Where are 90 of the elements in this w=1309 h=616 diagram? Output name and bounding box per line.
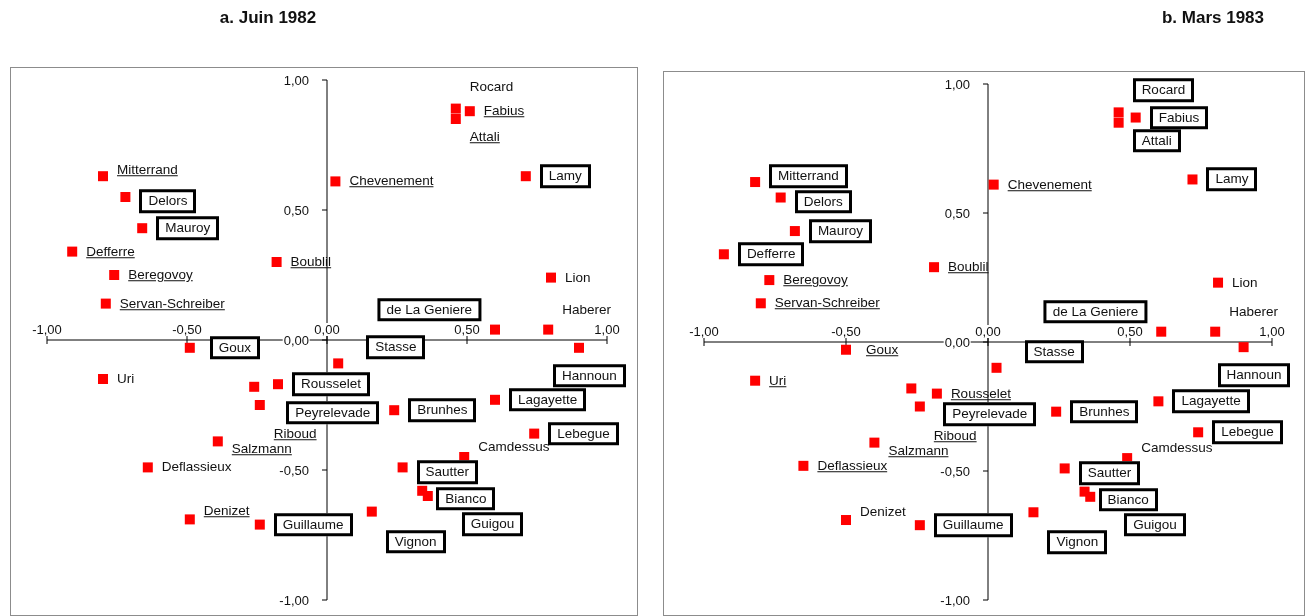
point-label: Guigou [461, 512, 524, 536]
point-label: Brunhes [1070, 399, 1139, 424]
point-label: Attali [469, 129, 500, 145]
point-label: Defferre [737, 242, 805, 266]
point-label: Stasse [366, 335, 426, 360]
point-label: Uri [117, 371, 135, 387]
point-label: Sautter [416, 460, 479, 485]
point-label: Deflassieux [161, 459, 232, 476]
point-label: Sautter [1078, 461, 1141, 486]
point-label: Rocard [469, 78, 514, 95]
tick-label: 0,50 [943, 206, 971, 220]
point-label: Guillaume [273, 512, 353, 537]
point-label: Guillaume [933, 513, 1013, 537]
tick-label: -0,50 [939, 464, 971, 478]
point-label: Salzmann [231, 441, 292, 458]
point-label: Rocard [1132, 78, 1195, 103]
tick-label: 1,00 [943, 77, 971, 91]
point-label: Denizet [203, 503, 250, 520]
point-label: Servan-Schreiber [774, 295, 880, 312]
point-label: Lebegue [1212, 420, 1283, 445]
point-label: Rousselet [292, 372, 371, 396]
tick-label: -1,00 [278, 593, 310, 607]
point-label: Peyrelevade [286, 401, 380, 425]
tick-label: 0,00 [974, 325, 1002, 338]
point-label: Fabius [1149, 105, 1209, 130]
point-label: Beregovoy [783, 272, 848, 288]
point-label: Mitterrand [117, 162, 178, 178]
point-label: Uri [769, 372, 787, 389]
tick-label: -1,00 [688, 325, 720, 338]
point-label: Boublil [290, 254, 332, 270]
point-label: Hannoun [553, 364, 626, 388]
point-label: Lagayette [1172, 389, 1250, 414]
point-label: Mauroy [156, 216, 220, 240]
chart-title: b. Mars 1983 [1161, 8, 1265, 28]
point-label: Lion [565, 269, 591, 286]
point-label: Brunhes [408, 398, 477, 422]
point-label: Delors [794, 189, 852, 214]
point-label: Lion [1232, 274, 1258, 291]
point-label: Chevenement [1007, 176, 1092, 193]
point-label: Mauroy [808, 219, 872, 243]
point-label: Hannoun [1217, 363, 1291, 387]
point-label: de La Geniere [1043, 299, 1148, 324]
point-label: Servan-Schreiber [119, 295, 225, 312]
point-label: Deflassieux [817, 458, 888, 474]
point-label: Beregovoy [128, 267, 193, 283]
point-label: Denizet [860, 504, 906, 520]
point-label: Peyrelevade [943, 402, 1037, 427]
point-label: Bianco [1098, 487, 1158, 512]
point-label: Vignon [385, 529, 446, 554]
point-label: Vignon [1047, 530, 1108, 554]
tick-label: 0,00 [313, 323, 341, 336]
point-label: Riboud [273, 426, 317, 442]
point-label: Bianco [436, 487, 496, 511]
tick-label: -0,50 [278, 463, 310, 477]
tick-label: 0,00 [943, 335, 971, 349]
point-label: Defferre [86, 243, 135, 260]
tick-label: -1,00 [31, 323, 63, 336]
tick-label: 0,50 [1116, 325, 1144, 338]
point-label: Lamy [539, 164, 591, 188]
point-label: Camdessus [1141, 440, 1213, 456]
point-label: de La Geniere [377, 297, 481, 322]
tick-label: 1,00 [593, 323, 621, 336]
chart-title: a. Juin 1982 [219, 8, 317, 28]
point-label: Chevenement [349, 173, 434, 190]
point-label: Delors [139, 189, 197, 213]
point-label: Salzmann [888, 442, 949, 459]
point-label: Boublil [948, 259, 989, 275]
point-label: Haberer [1229, 303, 1278, 320]
point-label: Goux [209, 336, 261, 360]
tick-label: 0,50 [453, 323, 481, 336]
point-label: Attali [1132, 128, 1181, 153]
point-label: Guigou [1124, 513, 1186, 537]
tick-label: -0,50 [171, 323, 203, 336]
point-label: Stasse [1024, 340, 1084, 364]
point-label: Rousselet [950, 385, 1011, 402]
point-label: Fabius [483, 103, 525, 119]
point-label: Lebegue [548, 421, 619, 446]
tick-label: 0,00 [282, 333, 310, 347]
point-label: Mitterrand [769, 164, 848, 188]
tick-label: -0,50 [830, 325, 862, 338]
point-label: Lagayette [509, 388, 587, 412]
tick-label: 0,50 [282, 203, 310, 217]
point-label: Goux [866, 342, 899, 358]
point-label: Lamy [1206, 167, 1258, 192]
point-label: Riboud [933, 427, 977, 444]
tick-label: 1,00 [1258, 325, 1286, 338]
tick-label: -1,00 [939, 593, 971, 607]
point-label: Haberer [562, 301, 611, 318]
point-label: Camdessus [478, 439, 550, 455]
tick-label: 1,00 [282, 73, 310, 87]
